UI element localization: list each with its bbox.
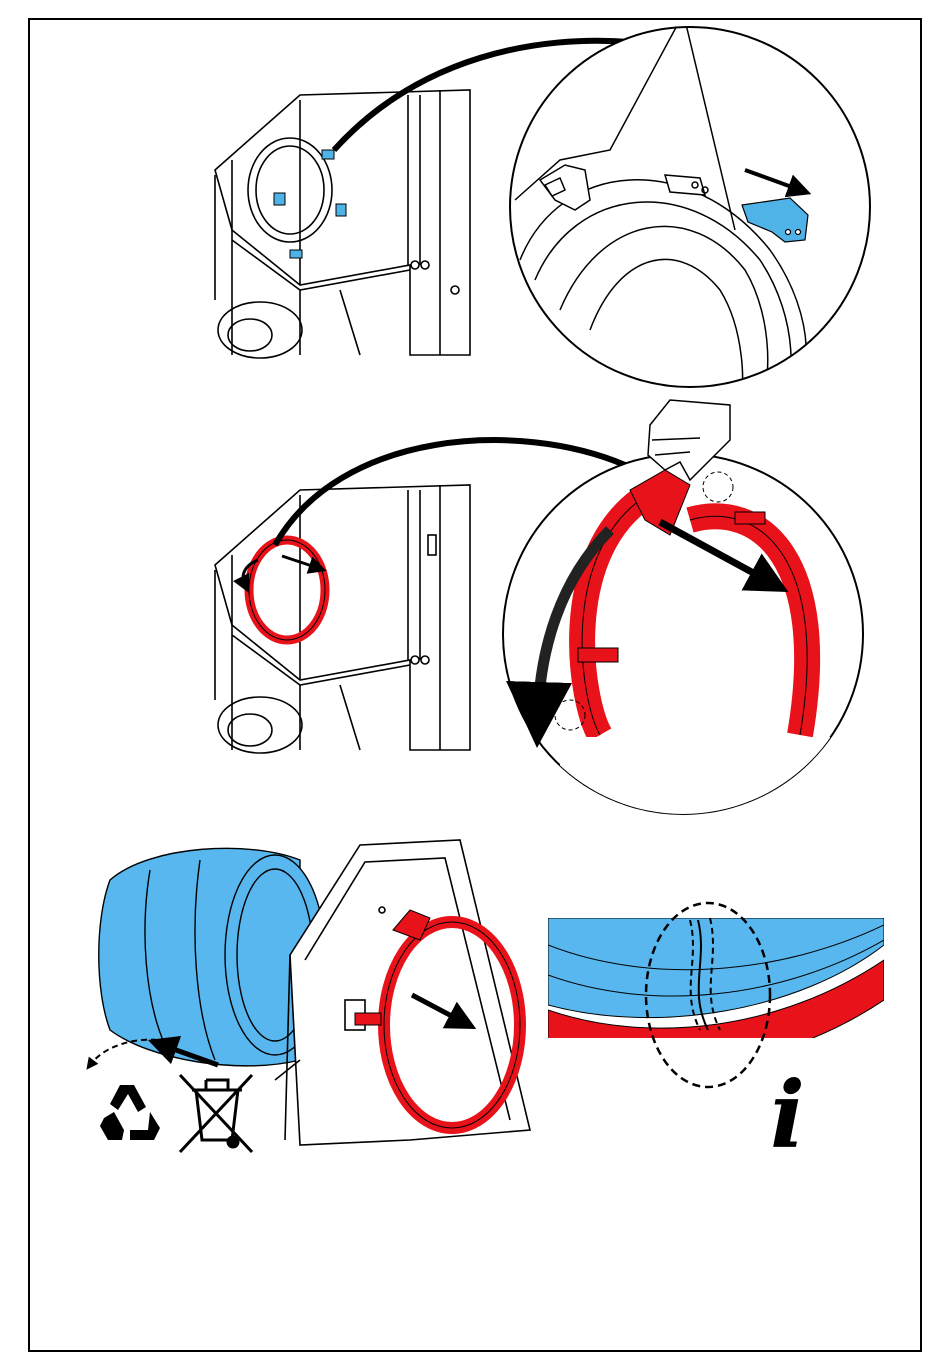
recycle-icon <box>100 1085 160 1140</box>
crossed-bin-icon <box>180 1075 252 1152</box>
info-symbol: i <box>770 1061 805 1169</box>
info-icon: i <box>770 1070 830 1160</box>
step-1-zoom-lens <box>510 20 870 400</box>
step-2-zoom-lens <box>503 400 863 827</box>
step-1-machine <box>215 90 470 358</box>
step-3-detail <box>548 903 884 1087</box>
